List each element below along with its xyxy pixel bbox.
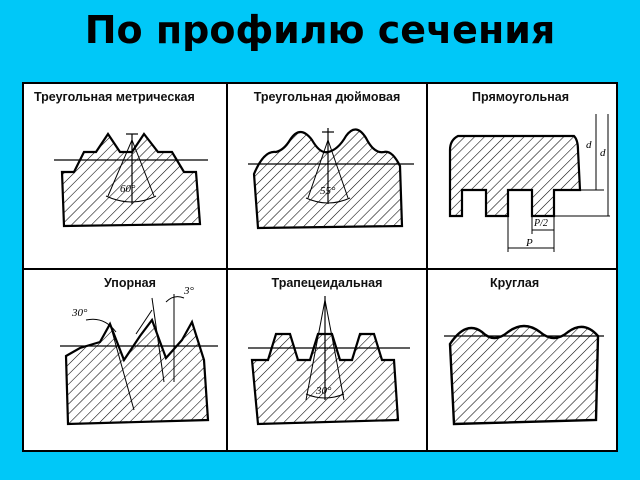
round-thread-drawing [444,324,604,426]
angle-label: 55° [320,185,336,197]
angle-label: 60° [120,183,136,195]
profile-label: Треугольная дюймовая [253,90,401,104]
profile-inch-triangular: Треугольная дюймовая 55° [228,84,426,268]
dim-pitch-label: P [525,237,533,249]
slide-title: По профилю сечения [84,8,556,52]
angle-right-label: 3° [183,285,195,297]
angle-left-label: 30° [71,307,88,319]
grid-divider-v2 [426,84,428,450]
profile-label: Упорная [104,276,156,290]
metric-thread-drawing: 60° [54,132,208,228]
profile-round: Круглая [428,270,616,450]
inch-thread-drawing: 55° [248,128,414,230]
dim-d-label: d [600,147,606,159]
grid-divider-v1 [226,84,228,450]
grid-divider-h [24,268,616,270]
profile-label: Трапецеидальная [271,276,383,290]
profile-trapezoidal: Трапецеидальная 30° [228,270,426,450]
profile-label: Прямоугольная [472,90,570,104]
profile-label: Треугольная метрическая [34,90,195,104]
profile-rectangular: Прямоугольная d d P/2 P [428,84,616,268]
profile-buttress: Упорная 30° 3° [24,270,226,450]
thread-profiles-panel: Треугольная метрическая 60° Треугольная … [22,82,618,452]
profile-metric-triangular: Треугольная метрическая 60° [24,84,226,268]
profile-label: Круглая [490,276,540,290]
buttress-thread-drawing: 30° 3° [60,285,218,426]
angle-label: 30° [315,385,332,397]
trapezoidal-thread-drawing: 30° [248,296,410,426]
rectangular-thread-drawing: d d P/2 P [448,114,610,252]
dim-d1-label: d [586,139,592,151]
dim-half-pitch-label: P/2 [533,218,548,229]
